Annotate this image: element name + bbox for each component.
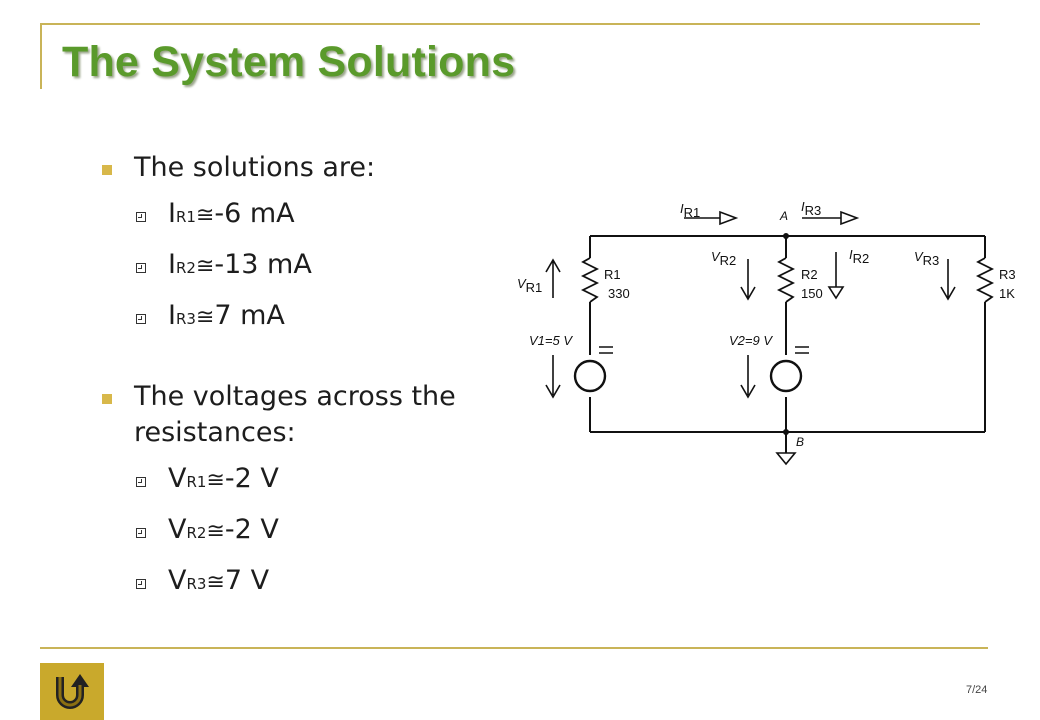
voltage-symbol: V <box>168 463 187 494</box>
voltage-subscript: R1 <box>186 473 207 491</box>
approx-symbol: ≅ <box>195 203 215 228</box>
current-symbol: I <box>168 249 176 280</box>
vr2-arrow <box>740 259 756 301</box>
bullet-square-icon <box>102 394 112 404</box>
left-divider <box>40 23 42 89</box>
voltage-value: -2 V <box>224 514 279 545</box>
slide-title: The System Solutions <box>62 38 516 86</box>
hollow-square-bullet-icon <box>136 314 146 324</box>
voltage-value: 7 V <box>224 565 270 596</box>
vr3-arrow <box>940 259 956 301</box>
voltage-source-v1 <box>573 359 607 393</box>
approx-symbol: ≅ <box>206 519 225 544</box>
resistor-r3 <box>975 257 995 303</box>
current-value: 7 mA <box>214 300 285 331</box>
circuit-diagram: IR1 IR3 A B VR1 VR2 IR2 VR3 R1 330 R2 15… <box>517 199 1016 466</box>
current-item: IR2≅-13 mA <box>100 247 500 286</box>
r2-name: R2 <box>801 267 818 282</box>
r1-name: R1 <box>604 267 621 282</box>
ir1-label: IR1 <box>680 201 700 220</box>
bullet-content: The solutions are: IR1≅-6 mA IR2≅-13 mA … <box>100 150 500 602</box>
hollow-square-bullet-icon <box>136 528 146 538</box>
ir3-label: IR3 <box>801 199 821 218</box>
voltage-symbol: V <box>168 514 187 545</box>
v2-arrow <box>740 355 756 399</box>
resistor-r1 <box>580 257 600 303</box>
current-item: IR1≅-6 mA <box>100 196 500 235</box>
voltage-subscript: R3 <box>186 575 207 593</box>
v1-label: V1=5 V <box>529 333 573 348</box>
current-symbol: I <box>168 300 176 331</box>
voltage-value: -2 V <box>224 463 279 494</box>
ground-symbol <box>775 452 797 466</box>
v2-label: V2=9 V <box>729 333 773 348</box>
hollow-square-bullet-icon <box>136 477 146 487</box>
voltage-item: VR1≅-2 V <box>100 461 500 500</box>
bottom-divider <box>40 647 988 649</box>
resistor-r2 <box>776 257 796 303</box>
approx-symbol: ≅ <box>206 468 225 493</box>
dc-symbol-v1 <box>599 346 613 354</box>
r3-value: 1K <box>999 286 1015 301</box>
node-a-label: A <box>779 209 788 223</box>
bullet-solutions: The solutions are: <box>100 150 500 186</box>
node-a-dot <box>783 233 789 239</box>
r1-value: 330 <box>608 286 630 301</box>
vr2-label: VR2 <box>711 249 736 268</box>
bullet-voltages: The voltages across the resistances: <box>100 379 500 451</box>
vr1-label: VR1 <box>517 276 542 295</box>
return-button[interactable] <box>40 663 104 720</box>
current-item: IR3≅7 mA <box>100 298 500 337</box>
ir1-arrow <box>684 210 739 226</box>
ir3-arrow <box>802 210 860 226</box>
top-divider <box>40 23 980 25</box>
bullet-square-icon <box>102 165 112 175</box>
ir2-arrow <box>827 252 845 300</box>
current-subscript: R1 <box>175 208 196 226</box>
approx-symbol: ≅ <box>206 570 225 595</box>
dc-symbol-v2 <box>795 346 809 354</box>
node-b-label: B <box>796 435 804 449</box>
section-heading-solutions: The solutions are: <box>134 152 376 183</box>
r3-name: R3 <box>999 267 1016 282</box>
current-value: -6 mA <box>214 198 295 229</box>
voltage-source-v2 <box>769 359 803 393</box>
ir2-label: IR2 <box>849 247 869 266</box>
node-b-dot <box>783 429 789 435</box>
hollow-square-bullet-icon <box>136 263 146 273</box>
v1-arrow <box>545 355 561 399</box>
page-number: 7/24 <box>966 684 988 696</box>
current-subscript: R3 <box>175 310 196 328</box>
vr1-arrow <box>545 258 561 298</box>
current-symbol: I <box>168 198 176 229</box>
current-subscript: R2 <box>175 259 196 277</box>
vr3-label: VR3 <box>914 249 939 268</box>
approx-symbol: ≅ <box>195 254 215 279</box>
r2-value: 150 <box>801 286 823 301</box>
voltage-symbol: V <box>168 565 187 596</box>
section-heading-voltages-line1: The voltages across the <box>134 381 456 412</box>
voltage-subscript: R2 <box>186 524 207 542</box>
approx-symbol: ≅ <box>195 305 215 330</box>
voltage-item: VR3≅7 V <box>100 563 500 602</box>
hollow-square-bullet-icon <box>136 212 146 222</box>
voltage-item: VR2≅-2 V <box>100 512 500 551</box>
hollow-square-bullet-icon <box>136 579 146 589</box>
return-arrow-icon <box>56 673 89 709</box>
section-heading-voltages-line2: resistances: <box>134 417 296 448</box>
current-value: -13 mA <box>214 249 312 280</box>
